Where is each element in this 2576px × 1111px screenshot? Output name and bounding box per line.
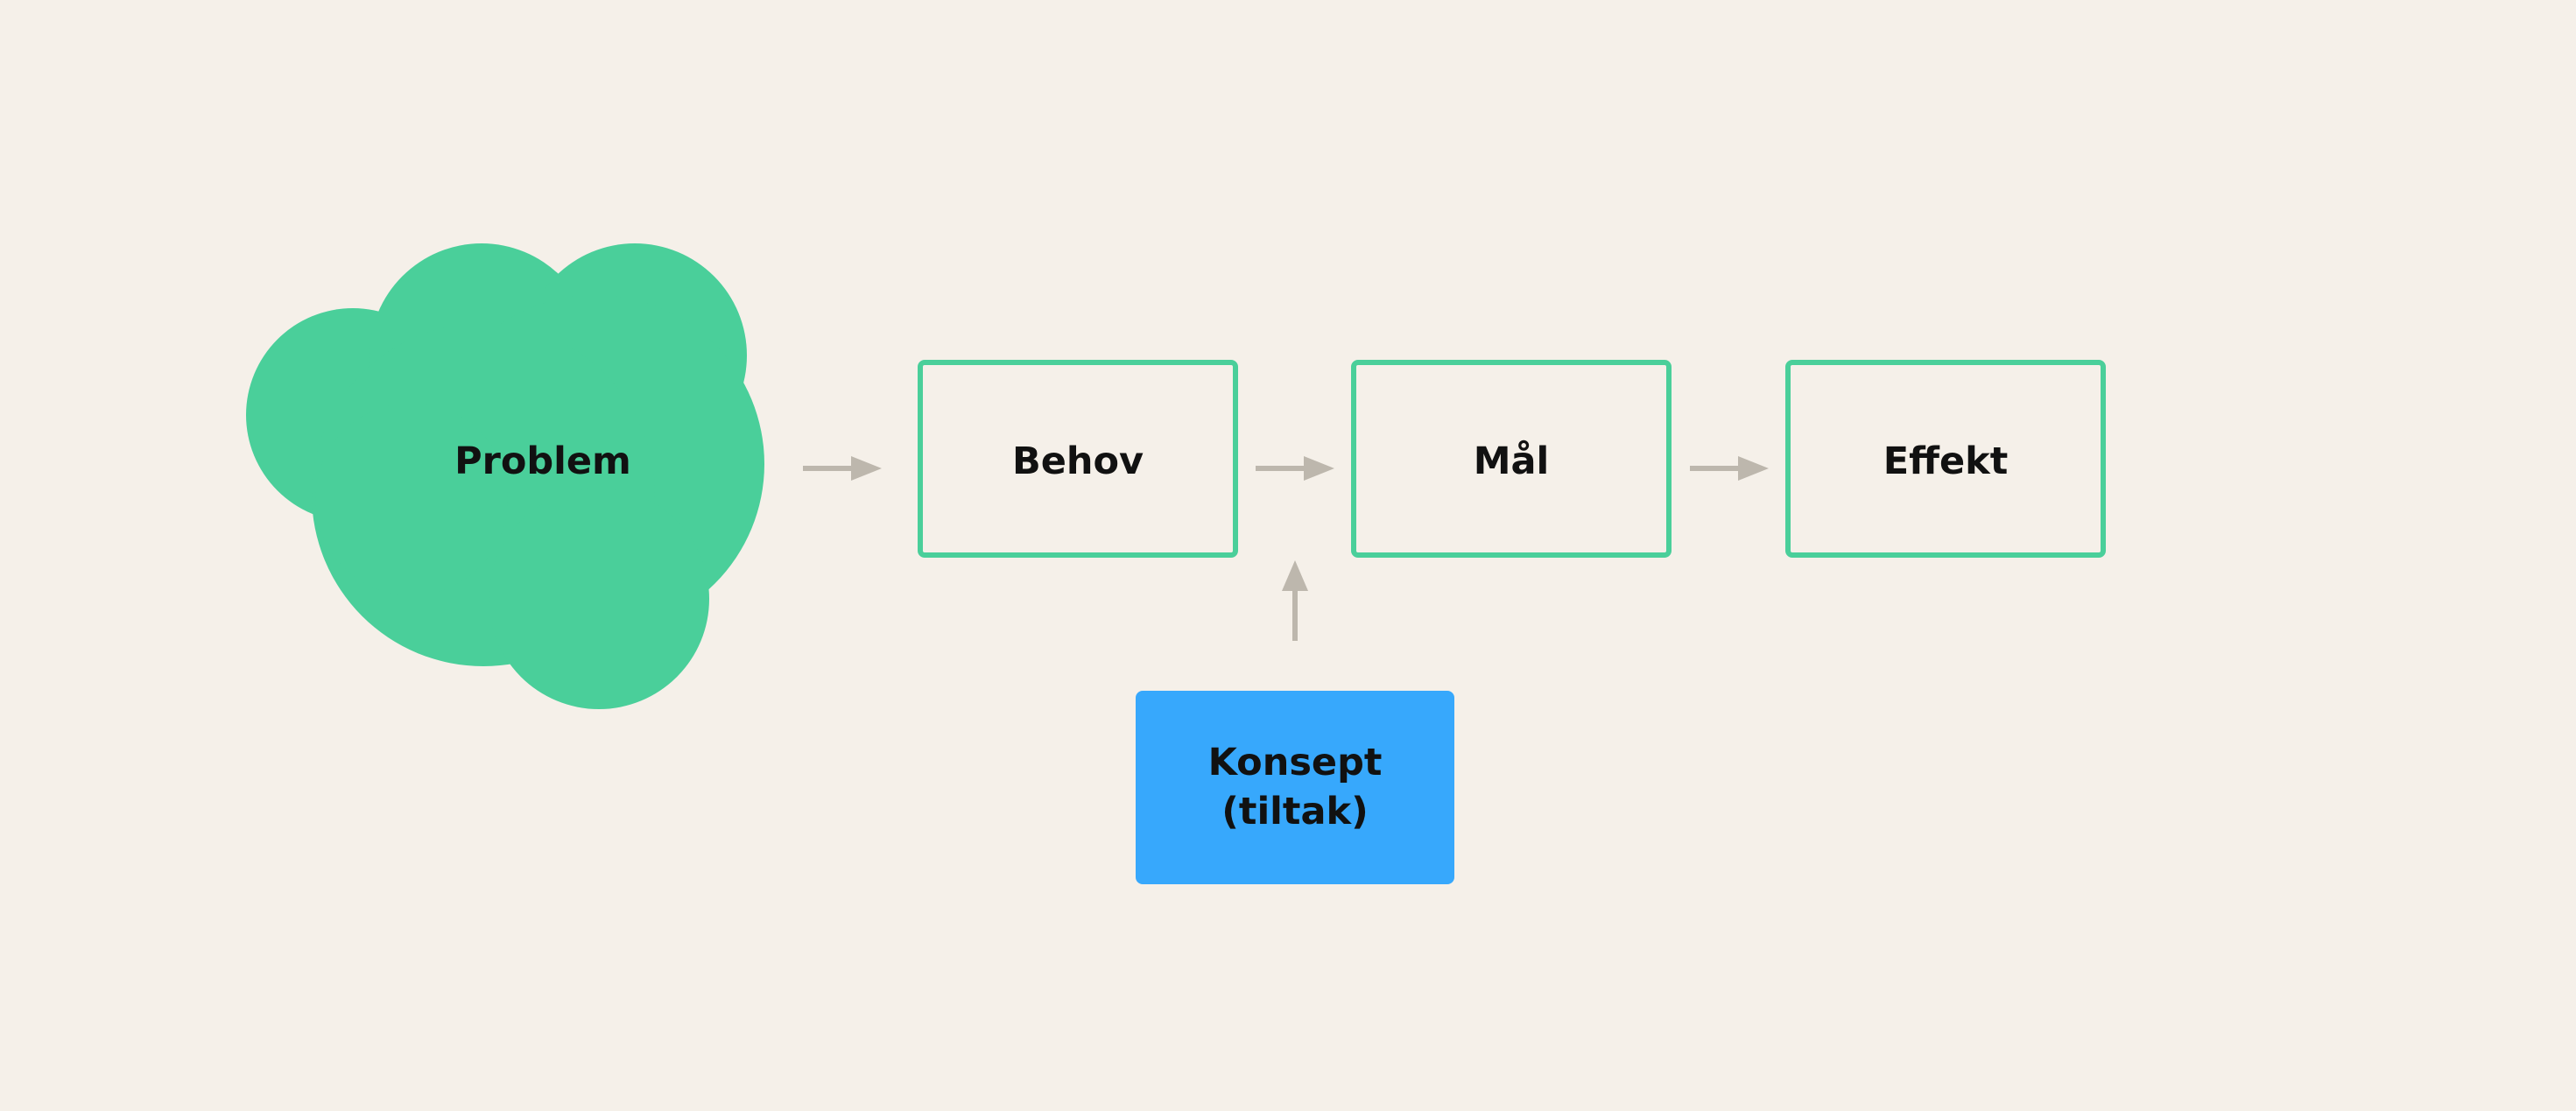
maal-label: Mål [1473, 439, 1550, 484]
problem-cloud [246, 243, 764, 709]
arrow-behov-to-maal [1256, 456, 1334, 481]
behov-box [918, 360, 1238, 558]
problem-label: Problem [454, 439, 631, 484]
arrow-konsept-up [1282, 560, 1308, 641]
konsept-label: Konsept (tiltak) [1207, 741, 1383, 833]
arrow-maal-to-effekt [1690, 456, 1769, 481]
behov-label: Behov [1011, 439, 1144, 484]
effekt-box [1785, 360, 2106, 558]
effekt-label: Effekt [1883, 439, 2009, 484]
arrow-problem-to-behov [803, 456, 882, 481]
konsept-box [1136, 691, 1454, 884]
maal-box [1351, 360, 1672, 558]
